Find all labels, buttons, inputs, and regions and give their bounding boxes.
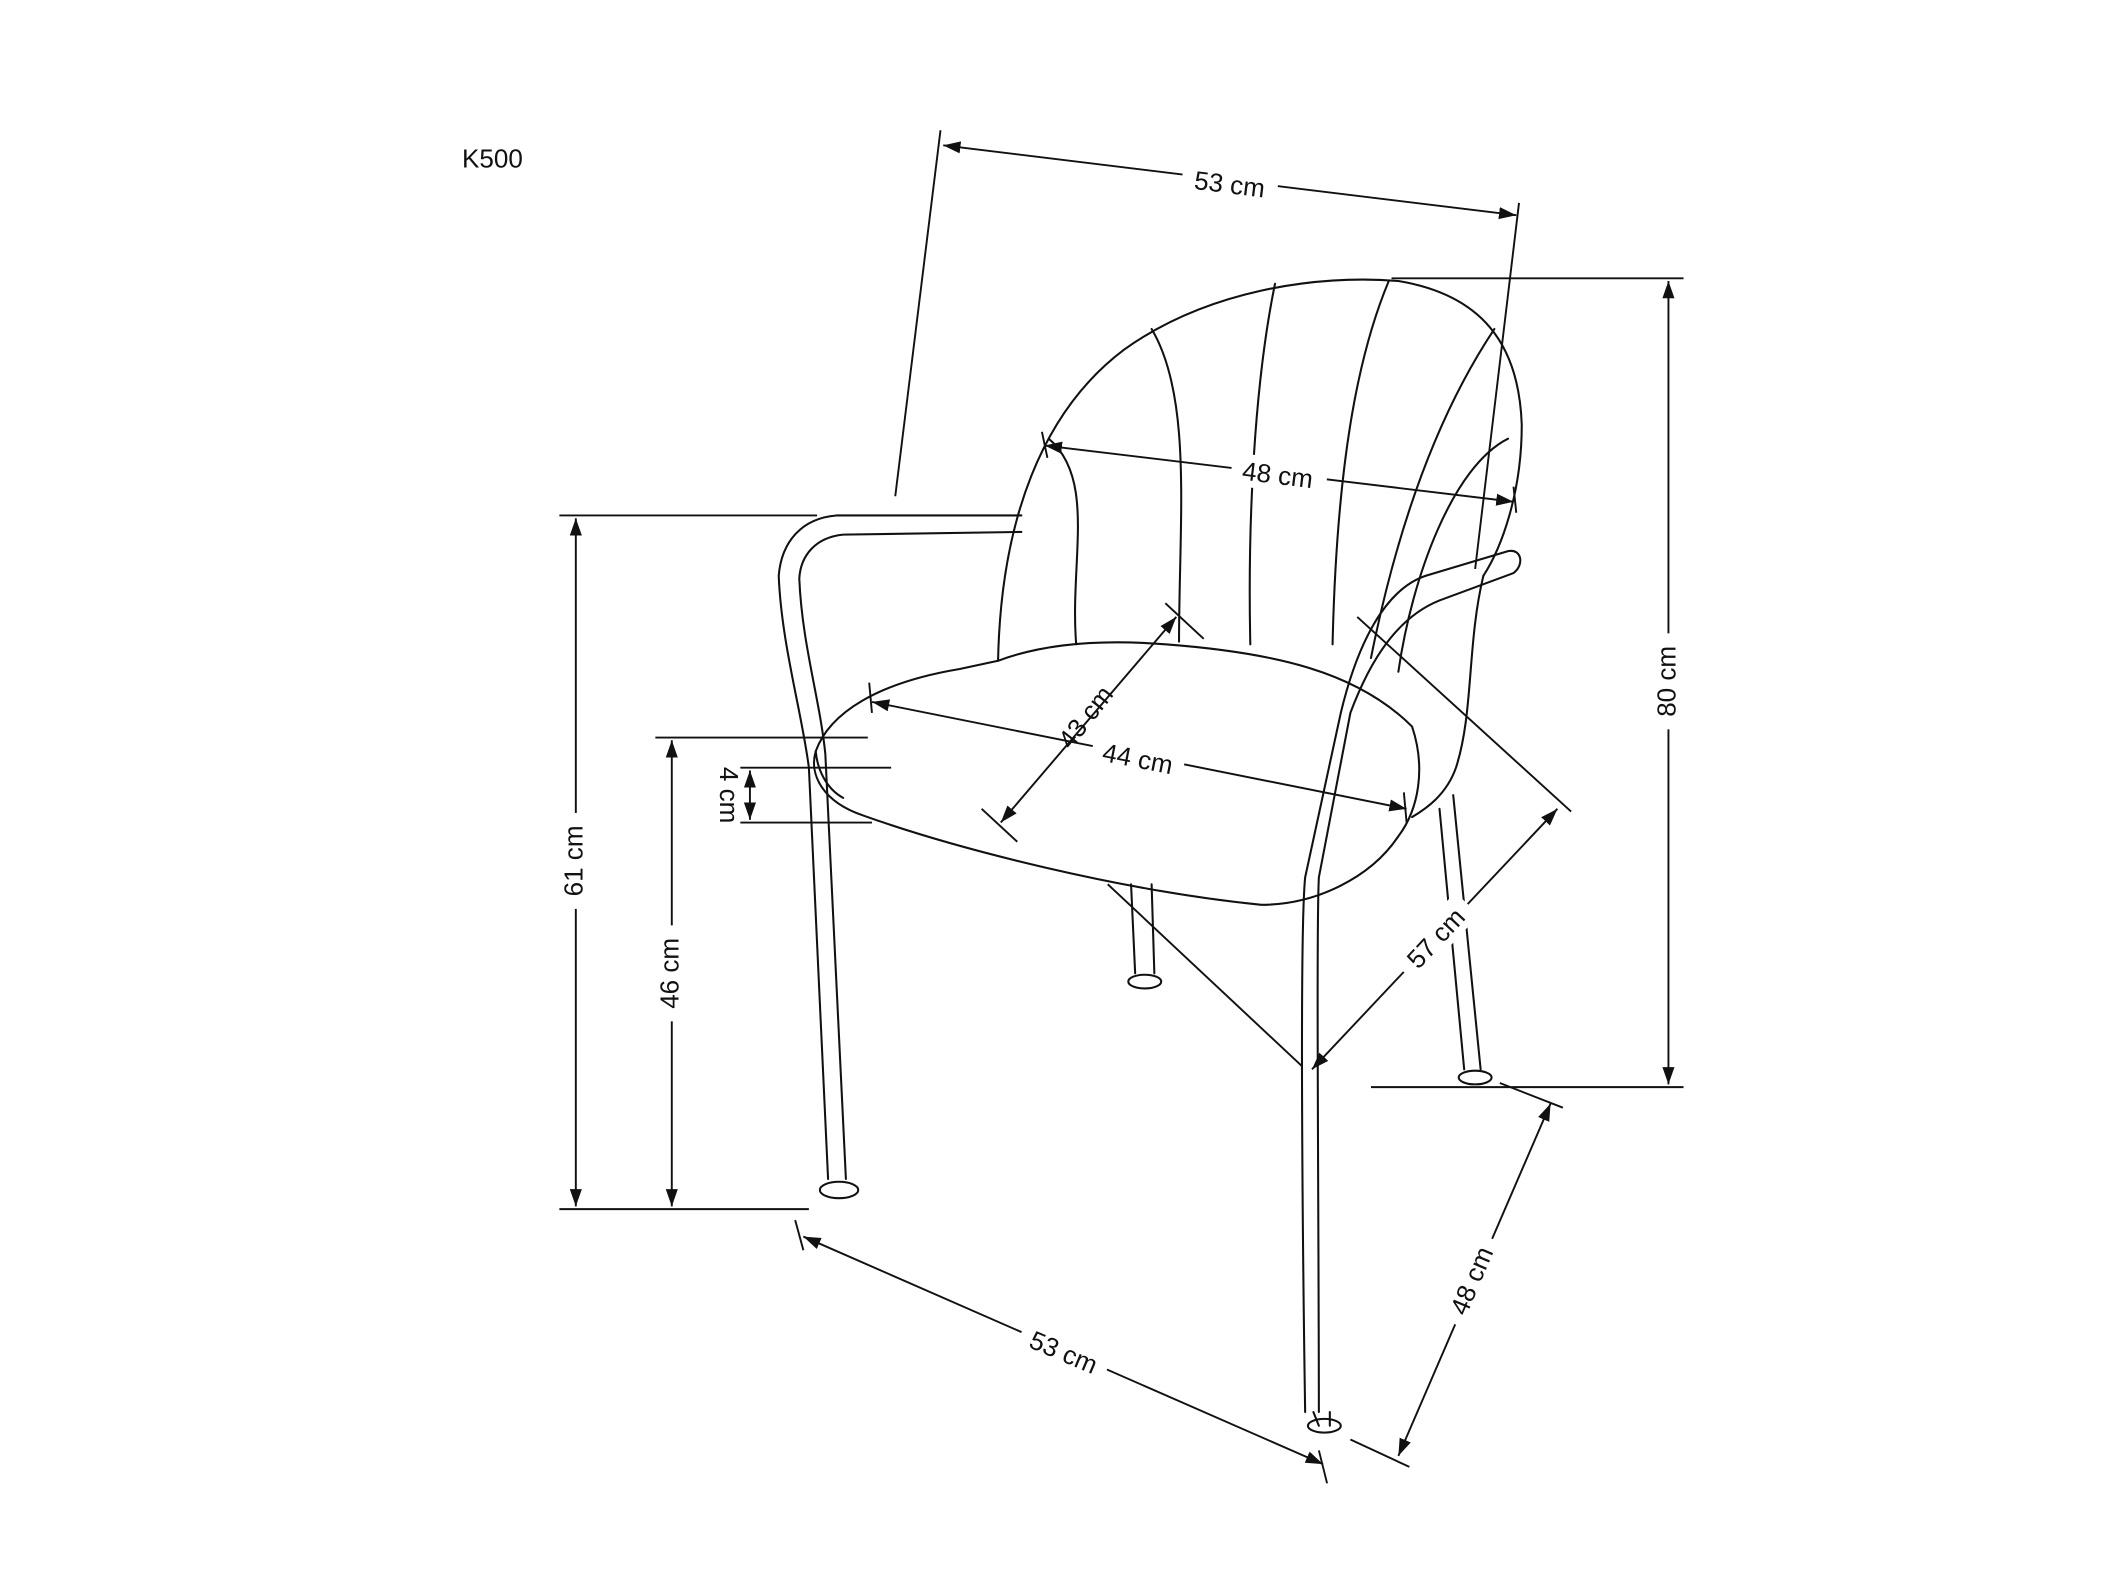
dim-seat-width: 44 cm [868, 682, 1408, 823]
model-label: K500 [462, 143, 523, 173]
dim-back-width: 48 cm [1040, 431, 1518, 513]
dim-base-depth: 48 cm [1349, 1082, 1564, 1468]
dim-seat-thickness: 4 cm [714, 766, 892, 824]
svg-text:57 cm: 57 cm [1401, 902, 1471, 974]
dim-base-width: 53 cm [794, 1219, 1329, 1484]
dim-armrest-height: 61 cm [559, 514, 818, 1211]
right-armrest [1316, 549, 1522, 1414]
left-armrest [777, 514, 1023, 1181]
svg-text:48 cm: 48 cm [1444, 1242, 1499, 1319]
chair-drawing [777, 278, 1523, 1434]
svg-text:80 cm: 80 cm [1651, 646, 1681, 717]
dim-seat-depth: 43 cm [980, 602, 1205, 843]
backrest-inner [1411, 574, 1485, 819]
svg-text:44 cm: 44 cm [1100, 737, 1175, 780]
back-right-foot [1457, 1069, 1493, 1086]
left-front-foot [818, 1180, 860, 1200]
back-left-foot [1127, 973, 1163, 990]
svg-text:46 cm: 46 cm [655, 938, 685, 1009]
dim-total-width: 53 cm [894, 130, 1520, 570]
dim-diagonal-depth: 57 cm [1107, 616, 1572, 1070]
dim-seat-height: 46 cm [655, 736, 868, 1207]
svg-text:53 cm: 53 cm [1025, 1325, 1102, 1380]
dim-total-height: 80 cm [1370, 277, 1685, 1089]
svg-text:61 cm: 61 cm [559, 825, 589, 896]
right-front-foot [1306, 1417, 1342, 1434]
svg-text:4 cm: 4 cm [714, 767, 744, 823]
